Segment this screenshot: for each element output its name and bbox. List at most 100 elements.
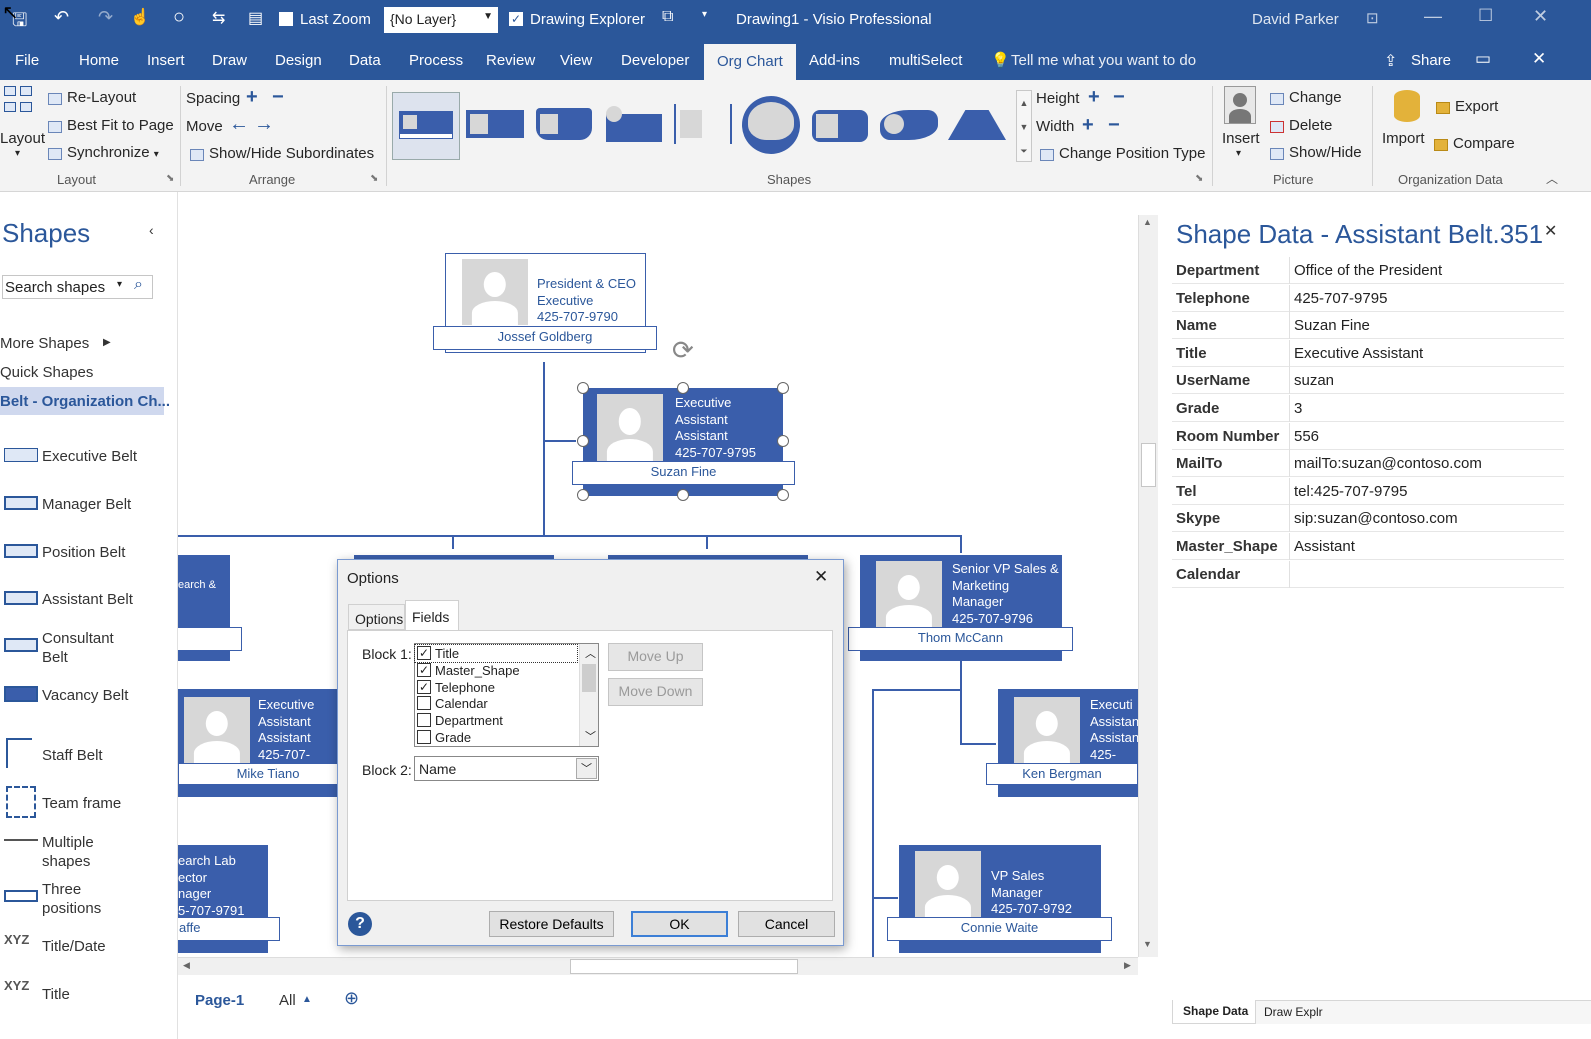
- field-list-item[interactable]: ✓Telephone: [415, 679, 577, 696]
- selection-handle[interactable]: [577, 435, 589, 447]
- tab-shape-data[interactable]: Shape Data: [1172, 1000, 1256, 1024]
- more-shapes[interactable]: More Shapes: [0, 335, 90, 352]
- move-up-button[interactable]: Move Up: [608, 643, 703, 671]
- gallery-item-1[interactable]: [392, 92, 460, 160]
- tab-data[interactable]: Data: [349, 52, 381, 69]
- horizontal-scroll-thumb[interactable]: [570, 959, 798, 974]
- shape-data-value[interactable]: Assistant: [1294, 538, 1355, 555]
- all-pages-tab[interactable]: All: [279, 992, 296, 1009]
- shape-data-value[interactable]: suzan: [1294, 372, 1335, 390]
- customize-qat-icon[interactable]: ▾: [702, 9, 708, 20]
- import-button[interactable]: Import: [1382, 130, 1425, 147]
- selection-handle[interactable]: [777, 382, 789, 394]
- shape-data-row[interactable]: Calendar: [1172, 560, 1564, 588]
- scroll-left-icon[interactable]: ◀: [183, 960, 190, 970]
- add-page-icon[interactable]: ⊕: [344, 988, 360, 1008]
- shape-data-value[interactable]: Executive Assistant: [1294, 344, 1424, 362]
- export-button[interactable]: Export: [1436, 98, 1498, 115]
- move-down-button[interactable]: Move Down: [608, 678, 703, 706]
- selection-handle[interactable]: [677, 489, 689, 501]
- scroll-right-icon[interactable]: ▶: [1124, 960, 1131, 970]
- shape-title[interactable]: Title: [42, 986, 70, 1003]
- search-icon[interactable]: ⌕: [134, 276, 143, 293]
- insert-dropdown-icon[interactable]: ▾: [1236, 148, 1242, 159]
- share-button[interactable]: Share: [1411, 52, 1452, 69]
- tab-design[interactable]: Design: [275, 52, 322, 69]
- shape-title-date[interactable]: Title/Date: [42, 938, 106, 955]
- tab-review[interactable]: Review: [486, 52, 536, 69]
- close-window-icon[interactable]: ✕: [1533, 6, 1549, 26]
- import-icon[interactable]: [1394, 90, 1420, 122]
- compare-button[interactable]: Compare: [1434, 135, 1515, 152]
- lab-name[interactable]: affe: [178, 917, 280, 941]
- block2-select[interactable]: Name ﹀: [414, 756, 599, 781]
- shape-data-value[interactable]: mailTo:suzan@contoso.com: [1294, 455, 1482, 473]
- tell-me-search[interactable]: Tell me what you want to do: [1011, 52, 1197, 69]
- collapse-panel-icon[interactable]: ‹: [149, 222, 154, 238]
- scroll-down-icon[interactable]: ▼: [1143, 939, 1152, 949]
- shape-consultant-belt[interactable]: Consultant Belt: [42, 630, 114, 666]
- field-list-item[interactable]: ✓Title: [414, 644, 578, 663]
- scroll-up-icon[interactable]: ▲: [1143, 217, 1152, 227]
- close-panel-icon[interactable]: ✕: [1544, 223, 1558, 240]
- shape-data-value[interactable]: 425-707-9795: [1294, 289, 1388, 307]
- shape-position-belt[interactable]: Position Belt: [42, 544, 126, 561]
- tab-multiselect[interactable]: multiSelect: [889, 52, 963, 69]
- horizontal-scrollbar[interactable]: ◀ ▶: [178, 957, 1138, 975]
- show-hide-subordinates-button[interactable]: Show/Hide Subordinates: [190, 145, 374, 162]
- drawing-explorer-checkbox[interactable]: ✓: [509, 12, 523, 26]
- tab-draw-explr[interactable]: Draw Explr: [1264, 1005, 1323, 1019]
- page-icon[interactable]: ▤: [248, 10, 264, 27]
- checkbox-unchecked[interactable]: [417, 713, 431, 728]
- insert-picture-button[interactable]: Insert: [1222, 130, 1260, 147]
- list-scroll-down-icon[interactable]: ﹀: [585, 731, 596, 743]
- selection-handle[interactable]: [677, 382, 689, 394]
- search-options-icon[interactable]: ▾: [117, 279, 123, 290]
- relayout-button[interactable]: Re-Layout: [48, 89, 136, 106]
- close-ribbon-icon[interactable]: ✕: [1532, 49, 1547, 68]
- gallery-item-4[interactable]: [606, 106, 662, 142]
- change-position-type-button[interactable]: Change Position Type: [1040, 145, 1206, 162]
- shape-manager-belt[interactable]: Manager Belt: [42, 496, 132, 513]
- move-left-icon[interactable]: ←: [229, 113, 249, 135]
- height-decrease-icon[interactable]: −: [1113, 86, 1125, 108]
- insert-picture-icon[interactable]: [1224, 86, 1256, 124]
- tab-draw[interactable]: Draw: [212, 52, 248, 69]
- ribbon-display-icon[interactable]: ⊡: [1366, 10, 1379, 27]
- spacing-decrease-icon[interactable]: −: [272, 86, 284, 108]
- checkbox-unchecked[interactable]: [417, 696, 431, 711]
- list-scroll-up-icon[interactable]: ︿: [585, 648, 596, 660]
- dialog-tab-options[interactable]: Options: [348, 604, 405, 630]
- width-increase-icon[interactable]: +: [1082, 114, 1094, 136]
- user-name[interactable]: David Parker: [1252, 11, 1339, 28]
- layout-button[interactable]: Layout: [0, 130, 46, 147]
- stencil-belt-org-chart[interactable]: Belt - Organization Ch...: [0, 387, 170, 415]
- vertical-scroll-thumb[interactable]: [1141, 443, 1156, 487]
- gallery-scroll[interactable]: ▲▼⏷: [1016, 90, 1032, 162]
- search-shapes-input[interactable]: Search shapes ▾ ⌕: [2, 275, 153, 299]
- quick-shapes[interactable]: Quick Shapes: [0, 364, 94, 381]
- circle-icon[interactable]: ○: [173, 6, 186, 28]
- shape-multiple-shapes[interactable]: Multiple shapes: [42, 834, 94, 870]
- tab-process[interactable]: Process: [409, 52, 464, 69]
- assistant-name[interactable]: Suzan Fine: [572, 461, 795, 485]
- field-list-item[interactable]: Calendar: [415, 695, 577, 712]
- selection-handle[interactable]: [777, 489, 789, 501]
- redo-icon[interactable]: ↷: [98, 7, 114, 27]
- shape-data-value[interactable]: 556: [1294, 427, 1320, 445]
- gallery-item-2[interactable]: [466, 110, 524, 138]
- shape-assistant-belt[interactable]: Assistant Belt: [42, 591, 133, 608]
- research-partial-name[interactable]: [178, 627, 242, 651]
- layout-icon[interactable]: [4, 86, 36, 118]
- selection-handle[interactable]: [577, 489, 589, 501]
- shape-team-frame[interactable]: Team frame: [42, 795, 122, 812]
- dialog-tab-fields[interactable]: Fields: [405, 600, 459, 631]
- ceo-name[interactable]: Jossef Goldberg: [433, 326, 657, 350]
